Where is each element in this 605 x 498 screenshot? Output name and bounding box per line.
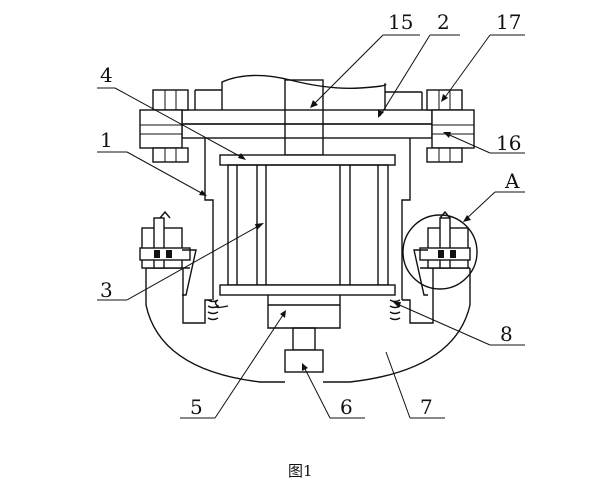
bottom-end-plate (219, 284, 396, 296)
detail-a-circle (402, 214, 478, 290)
right-bolt-body (431, 109, 475, 149)
top-end-plate (219, 154, 396, 166)
left-nut-top (152, 89, 189, 111)
label-2: 2 (437, 10, 450, 34)
outlet-nozzle (284, 349, 324, 373)
center-shaft (284, 79, 324, 156)
outlet-pipe (292, 327, 316, 351)
left-clamp-pin (153, 217, 165, 269)
outlet-collector (267, 295, 341, 329)
left-clamp-latch (139, 210, 197, 296)
top-cover-plate (181, 109, 433, 125)
left-spring (207, 299, 229, 321)
label-3: 3 (100, 278, 113, 302)
figure-caption: 图1 (288, 462, 313, 480)
left-clamp-jaw (182, 249, 197, 296)
label-4: 4 (100, 63, 113, 87)
label-7: 7 (420, 395, 433, 419)
upper-housing-left-wall (204, 138, 214, 300)
label-6: 6 (340, 395, 353, 419)
label-16: 16 (496, 131, 521, 155)
right-spring (389, 299, 401, 321)
right-clamp-bar (419, 247, 471, 261)
label-8: 8 (500, 322, 513, 346)
leader-lines (97, 34, 525, 419)
right-clamp-pin (439, 217, 451, 269)
right-clamp-latch (413, 210, 471, 296)
right-clamp-jaw (413, 249, 428, 296)
inner-cavity-right (402, 268, 434, 324)
filter-element-frame (227, 164, 389, 286)
top-cover-lower-plate (181, 123, 433, 139)
label-15: 15 (388, 10, 413, 34)
filter-cartridge (219, 154, 396, 296)
left-clamp-bar (139, 247, 191, 261)
left-bolt-assembly (139, 89, 189, 163)
label-a: A (504, 169, 520, 193)
upper-housing-right-wall (401, 138, 411, 300)
label-5: 5 (190, 395, 203, 419)
label-1: 1 (100, 128, 113, 152)
inner-cavity-left (182, 268, 212, 324)
lower-bowl-outline (145, 268, 471, 383)
label-17: 17 (496, 10, 521, 34)
right-nut-bottom (426, 147, 463, 163)
left-nut-bottom (152, 147, 189, 163)
right-bolt-assembly (426, 89, 475, 163)
left-bolt-body (139, 109, 183, 149)
